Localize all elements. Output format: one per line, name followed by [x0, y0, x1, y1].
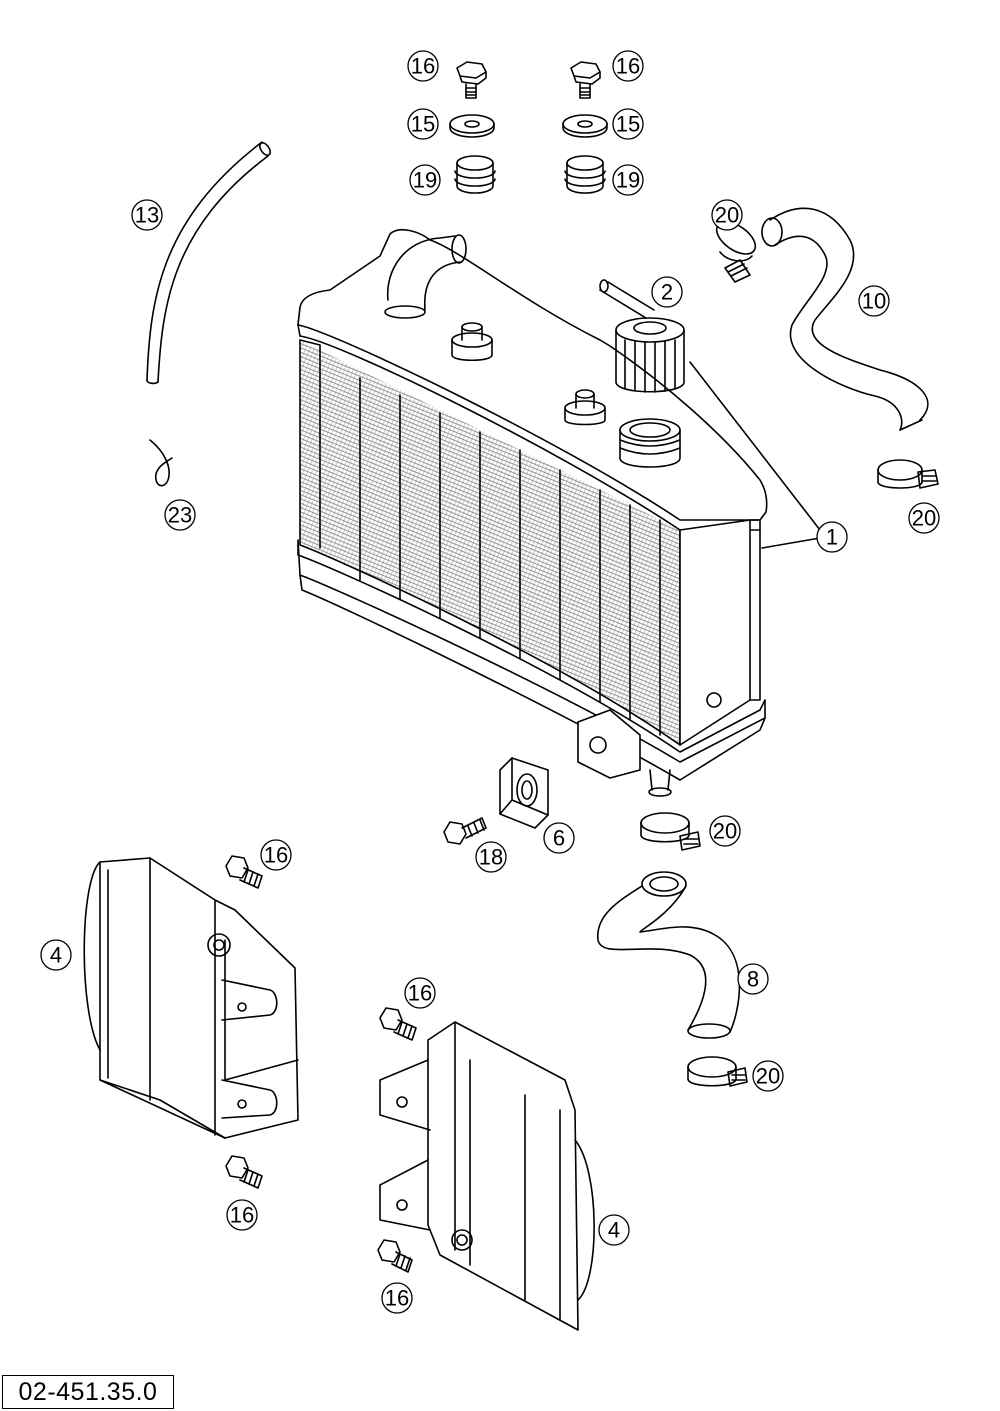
screw-part-guard-left-top [225, 855, 263, 889]
callout-number: 15 [411, 112, 435, 137]
callout-circle [612, 164, 644, 196]
callout-number: 20 [715, 203, 739, 228]
callout-number: 1 [826, 525, 838, 550]
callout-number: 16 [408, 981, 432, 1006]
callout-number: 10 [862, 289, 886, 314]
callout-number: 8 [747, 967, 759, 992]
callout-circle [40, 939, 72, 971]
screw-part-left [456, 61, 487, 99]
callout-circle [598, 1214, 630, 1246]
callout-number: 15 [616, 112, 640, 137]
callout-circle [409, 164, 441, 196]
upper-hose-part [761, 207, 929, 431]
callout-circle [737, 963, 769, 995]
callout-number: 18 [479, 845, 503, 870]
grommet-part-right [564, 155, 606, 194]
radiator-guard-part-left [83, 857, 299, 1139]
screw-part-18 [443, 817, 487, 845]
callout-circle [226, 1199, 258, 1231]
callout-circle [131, 199, 163, 231]
callout-leader-lines [689, 361, 821, 549]
radiator-guard-part-right [379, 1021, 595, 1331]
screw-part-guard-right-bottom [377, 1239, 413, 1273]
callout-circle [543, 822, 575, 854]
callout-circle [612, 108, 644, 140]
callout-circle [407, 108, 439, 140]
callout-circle [475, 841, 507, 873]
clip-nut-part [499, 757, 549, 829]
callout-circle [651, 276, 683, 308]
screw-part-guard-right-top [379, 1007, 417, 1041]
callout-circle [164, 499, 196, 531]
callout-number: 19 [413, 168, 437, 193]
callout-number: 13 [135, 203, 159, 228]
callout-number: 16 [616, 54, 640, 79]
callout-number: 19 [616, 168, 640, 193]
callout-circle [709, 815, 741, 847]
radiator-part [297, 229, 768, 797]
hose-clamp-part-c [640, 812, 701, 851]
washer-part-left [449, 114, 495, 138]
overflow-hose [146, 141, 271, 385]
callout-circle [612, 50, 644, 82]
hose-clip [149, 439, 173, 487]
grommet-part-left [454, 155, 496, 194]
callout-circle [816, 521, 848, 553]
callout-number: 23 [168, 503, 192, 528]
callout-number: 2 [661, 280, 673, 305]
callout-number: 6 [553, 826, 565, 851]
callout-circle [858, 285, 890, 317]
callout-number: 16 [230, 1203, 254, 1228]
callout-number: 4 [608, 1218, 620, 1243]
hose-clamp-part-d [687, 1056, 748, 1087]
callout-number: 16 [411, 54, 435, 79]
callout-number: 20 [713, 819, 737, 844]
screw-part-guard-left-bottom [225, 1155, 263, 1189]
callout-circle [752, 1060, 784, 1092]
callout-circle [381, 1282, 413, 1314]
callout-circle [908, 502, 940, 534]
hose-clamp-part-b [877, 459, 939, 489]
screw-part-right [570, 61, 601, 99]
callout-circle [260, 839, 292, 871]
washer-part-right [562, 114, 608, 138]
callout-number: 20 [912, 506, 936, 531]
callout-circle [711, 199, 743, 231]
callout-circle [407, 50, 439, 82]
callout-number: 16 [385, 1286, 409, 1311]
callout-number: 16 [264, 843, 288, 868]
lower-hose-part [597, 871, 741, 1039]
callout-number: 20 [756, 1064, 780, 1089]
figure-reference-number: 02-451.35.0 [2, 1375, 174, 1409]
callout-number: 4 [50, 943, 62, 968]
callout-circle [404, 977, 436, 1009]
radiator-cap-part [599, 279, 685, 393]
